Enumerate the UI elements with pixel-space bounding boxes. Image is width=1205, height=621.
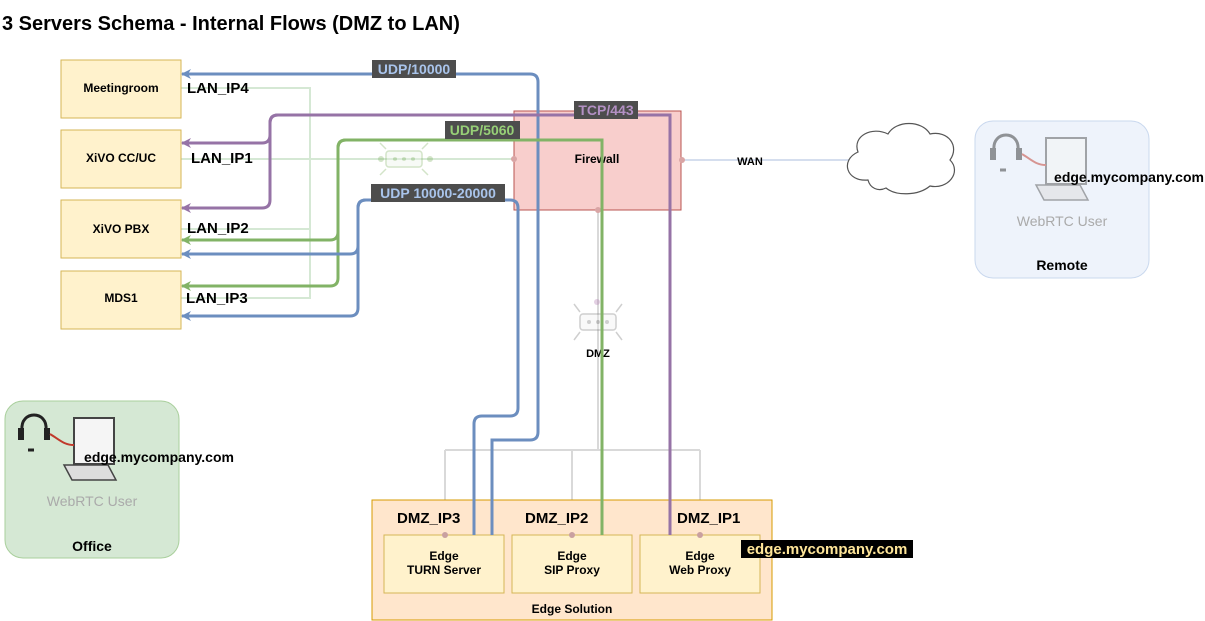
remote-host-label: edge.mycompany.com	[1054, 169, 1204, 185]
flow-tcp443-branch-line	[181, 113, 279, 213]
flow-udp5060-label: UDP/5060	[450, 122, 515, 138]
flow-udp-range-line	[181, 198, 520, 535]
flow-udp5060-badge: UDP/5060	[445, 121, 520, 139]
dmz-label: DMZ	[586, 348, 610, 360]
flow-tcp443-badge: TCP/443	[574, 101, 638, 119]
flow-udp-range-branch-line	[181, 198, 367, 321]
office-label: Office	[72, 538, 112, 554]
edge-web-proxy[interactable]: Edge Web Proxy	[639, 534, 761, 594]
flow-udp-range-label: UDP 10000-20000	[380, 185, 496, 201]
server-xivo-cc-label: XiVO CC/UC	[86, 151, 156, 165]
server-xivo-pbx[interactable]: XiVO PBX	[60, 199, 182, 259]
flow-udp-range-badge: UDP 10000-20000	[371, 184, 505, 202]
dmz-ip1-label: DMZ_IP1	[677, 510, 740, 527]
office-panel[interactable]: edge.mycompany.com WebRTC User Office	[4, 400, 234, 559]
server-mds1-label: MDS1	[104, 291, 138, 305]
wan-label: WAN	[737, 156, 763, 168]
server-meetingroom-label: Meetingroom	[83, 81, 158, 95]
edge-public-host-label: edge.mycompany.com	[747, 541, 908, 558]
office-host-label: edge.mycompany.com	[84, 449, 234, 465]
flow-udp10000-label: UDP/10000	[378, 61, 451, 77]
edge-public-host-badge: edge.mycompany.com	[741, 540, 913, 558]
edge-turn-line2: TURN Server	[407, 563, 481, 577]
office-user-label: WebRTC User	[47, 493, 138, 509]
firewall[interactable]: Firewall	[511, 110, 685, 213]
office-user-computer-icon	[18, 413, 118, 481]
dmz-ip3-label: DMZ_IP3	[397, 510, 460, 527]
server-meetingroom[interactable]: Meetingroom	[60, 59, 182, 119]
edge-web-line1: Edge	[685, 549, 715, 563]
flow-udp10000-line	[181, 69, 540, 535]
lan-network-lines	[181, 87, 515, 299]
dmz-network-lines	[444, 210, 701, 535]
internet-cloud-icon	[846, 122, 956, 195]
dmz-switch-icon	[573, 299, 623, 341]
remote-user-computer-icon	[990, 133, 1090, 201]
edge-solution-label: Edge Solution	[532, 602, 613, 616]
remote-label: Remote	[1036, 257, 1088, 273]
server-mds1[interactable]: MDS1	[60, 270, 182, 330]
dmz-ip2-label: DMZ_IP2	[525, 510, 588, 527]
lan-ip4-label: LAN_IP4	[187, 80, 249, 97]
firewall-label: Firewall	[575, 152, 620, 166]
lan-ip1-label: LAN_IP1	[191, 150, 253, 167]
server-xivo-cc[interactable]: XiVO CC/UC	[60, 129, 182, 189]
server-xivo-pbx-label: XiVO PBX	[93, 222, 150, 236]
lan-switch-icon	[378, 142, 433, 176]
edge-sip-proxy[interactable]: Edge SIP Proxy	[511, 534, 633, 594]
lan-ip3-label: LAN_IP3	[186, 290, 248, 307]
edge-turn-line1: Edge	[429, 549, 459, 563]
flow-tcp443-label: TCP/443	[578, 102, 633, 118]
flow-udp10000-badge: UDP/10000	[372, 60, 456, 78]
page-title: 3 Servers Schema - Internal Flows (DMZ t…	[2, 13, 460, 35]
flow-udp5060-branch-line	[181, 138, 347, 291]
edge-turn-server[interactable]: Edge TURN Server	[383, 534, 505, 594]
edge-sip-line1: Edge	[557, 549, 587, 563]
lan-ip2-label: LAN_IP2	[187, 220, 249, 237]
edge-sip-line2: SIP Proxy	[544, 563, 600, 577]
edge-web-line2: Web Proxy	[669, 563, 731, 577]
remote-user-label: WebRTC User	[1017, 213, 1108, 229]
remote-panel[interactable]: edge.mycompany.com WebRTC User Remote	[974, 120, 1204, 279]
